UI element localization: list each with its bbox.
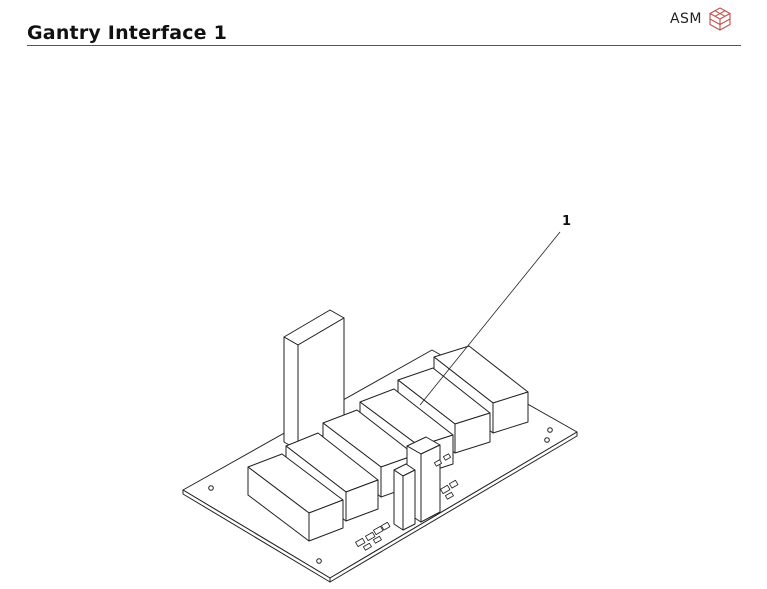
smd-group-left xyxy=(355,521,391,551)
tall-module xyxy=(283,309,345,451)
callout-leader-line xyxy=(419,231,561,406)
page-title: Gantry Interface 1 xyxy=(27,22,228,44)
callout-label: 1 xyxy=(562,214,571,229)
brand-name: ASM xyxy=(669,11,702,27)
cube-logo-icon xyxy=(709,7,731,31)
header-divider xyxy=(27,45,741,46)
relay-front-2 xyxy=(247,453,344,542)
smd-group-right xyxy=(434,453,459,500)
brand-logo: ASM xyxy=(670,5,733,33)
connector-b xyxy=(393,463,416,531)
